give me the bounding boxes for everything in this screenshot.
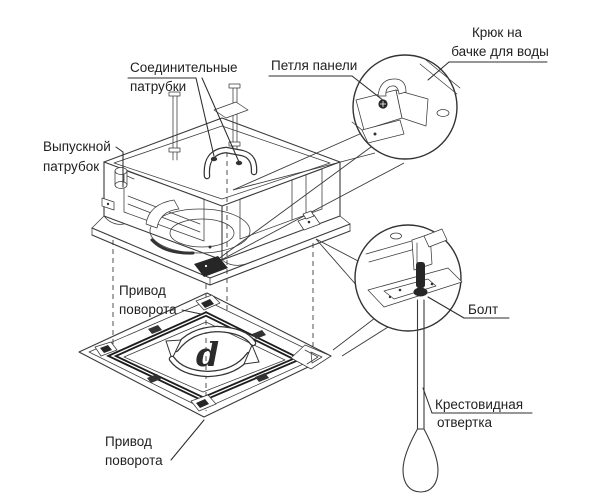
leader-line-connecting-pipes-2 <box>201 77 240 163</box>
label-panel-loop-text: Петля панели <box>271 58 357 73</box>
leader-line-water-tank-hook <box>427 61 450 81</box>
detail-circle-panel-hinge <box>351 54 461 160</box>
label-outlet-pipe-line2: патрубок <box>43 159 99 174</box>
outlet-nozzle <box>114 167 135 189</box>
leader-line-phillips-screwdriver <box>422 387 433 414</box>
screwdriver-handle <box>402 428 439 493</box>
electrical-box <box>213 101 249 119</box>
rotation-arrows: d <box>165 325 260 378</box>
bolt-head <box>413 287 428 297</box>
leader-line-bolt <box>427 296 465 319</box>
label-outlet-pipe-line1: Выпускной <box>43 139 111 154</box>
fan-bellmouth <box>145 199 251 255</box>
indoor-unit-drawing <box>91 83 351 286</box>
pipe-stub-left <box>210 156 218 162</box>
leader-line-swing-drive-bottom <box>170 419 205 461</box>
label-connecting-pipes-line1: Соединительные <box>130 60 238 75</box>
screwdriver-shaft <box>416 299 425 430</box>
label-outlet-pipe: Выпускной патрубок <box>43 139 124 188</box>
front-drive-motor <box>194 256 228 277</box>
label-swing-drive-top: Привод поворота <box>119 283 202 317</box>
label-connecting-pipes: Соединительные патрубки <box>127 60 240 163</box>
label-bolt: Болт <box>427 296 510 319</box>
panel-hook-shape <box>377 78 407 97</box>
detail-circle-bolt <box>354 224 463 332</box>
arrowhead-right <box>243 343 260 365</box>
pipe-stub-right <box>235 160 243 166</box>
leader-line-swing-drive-top <box>181 309 202 315</box>
leader-line-outlet-pipe <box>115 146 124 188</box>
rotation-symbol-d: d <box>196 335 219 374</box>
label-swing-drive-top-line2: поворота <box>119 302 177 317</box>
label-phillips-screwdriver-line1: Крестовидная <box>435 397 523 412</box>
label-phillips-screwdriver: Крестовидная отвертка <box>422 387 533 430</box>
label-water-tank-hook: Крюк на бачке для воды <box>427 25 549 81</box>
leader-line-panel-loop <box>351 75 385 102</box>
label-swing-drive-top-line1: Привод <box>119 283 166 298</box>
label-phillips-screwdriver-line2: отвертка <box>437 415 493 430</box>
label-water-tank-hook-line1: Крюк на <box>472 25 523 40</box>
label-swing-drive-bottom-line2: поворота <box>105 453 163 468</box>
label-water-tank-hook-line2: бачке для воды <box>451 44 549 59</box>
label-bolt-text: Болт <box>468 302 498 317</box>
label-swing-drive-bottom: Привод поворота <box>105 419 205 468</box>
label-panel-loop: Петля панели <box>268 58 385 102</box>
panel-corner-pocket <box>290 344 332 370</box>
leader-line-connecting-pipes-1 <box>195 77 215 157</box>
bolt-body <box>416 262 425 288</box>
label-connecting-pipes-line2: патрубки <box>130 79 186 94</box>
panel-outer-edge <box>78 292 332 418</box>
decorative-panel-drawing: d <box>78 292 332 418</box>
arrowhead-left <box>165 339 182 361</box>
callout-labels: Соединительные патрубки Выпускной патруб… <box>43 25 549 468</box>
label-swing-drive-bottom-line1: Привод <box>105 434 152 449</box>
screwdriver-drawing <box>402 299 439 493</box>
